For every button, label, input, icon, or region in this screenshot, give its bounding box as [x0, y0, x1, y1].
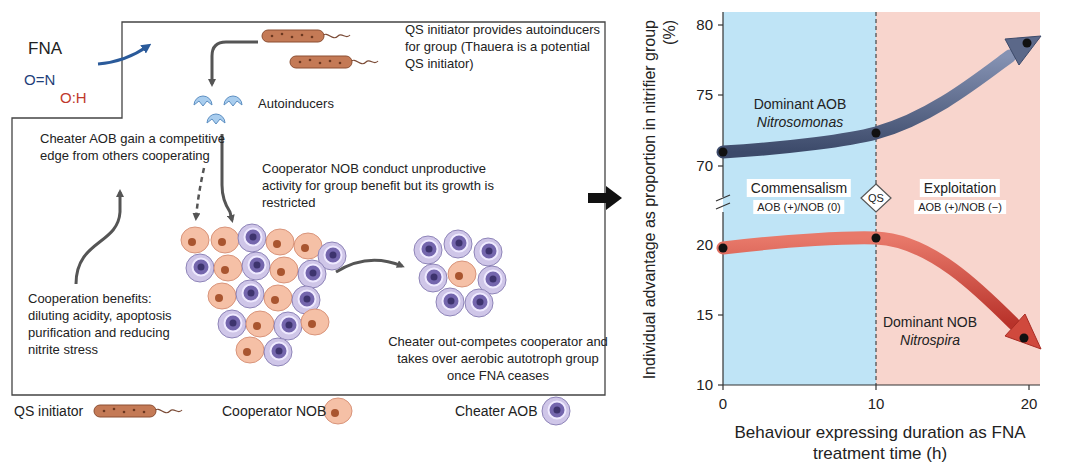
legend-cell [324, 398, 352, 424]
aob-trend-arrow [723, 56, 1010, 152]
flow-arrow [336, 260, 402, 272]
flow-arrow [222, 134, 232, 220]
commensalism-band [723, 12, 876, 385]
legend-text: Cheater AOB [455, 402, 538, 420]
dashed-arrow [196, 168, 204, 218]
node-text: Cheater AOB gain a competitive edge from… [40, 130, 230, 164]
transition-arrow [588, 186, 622, 210]
fna-arrow [98, 46, 148, 64]
label: 75 [696, 85, 713, 105]
phase-band: CommensalismAOB (+)/NOB (0) [723, 12, 876, 385]
label: Individual advantage as proportion in ni… [640, 20, 680, 390]
data-points [719, 39, 1032, 343]
label: 70 [696, 156, 713, 176]
aob-arrowhead [1005, 36, 1041, 65]
label: O:H [60, 88, 87, 108]
legend-text: Cooperator NOB [222, 402, 326, 420]
flow-arrow [76, 192, 120, 284]
axes [716, 12, 1040, 390]
label: O=N [24, 70, 55, 90]
label: FNA [28, 38, 62, 60]
label: Nitrosomonas [757, 113, 843, 131]
legend-rod [94, 405, 182, 417]
legend-text: QS initiator [14, 402, 83, 420]
node-text: AOB (+)/NOB (0) [753, 200, 844, 214]
qs-diamond: QS [860, 183, 892, 213]
qs-rod [290, 56, 378, 68]
flow-arrow [212, 42, 258, 84]
label: Behaviour expressing duration as FNA tre… [734, 422, 1026, 464]
label: 10 [868, 394, 885, 414]
label: Dominant AOB [754, 95, 847, 113]
cheater-cluster [414, 230, 506, 317]
autoinducer-icon [207, 114, 225, 124]
node-text: QS [868, 191, 884, 205]
nob-trend-arrow [723, 238, 1014, 324]
node-text: Cooperation benefits: diluting acidity, … [28, 290, 196, 358]
label: 0 [719, 394, 727, 414]
panel-box: QS initiator provides autoinducers for g… [12, 20, 605, 395]
autoinducer-icon [194, 96, 212, 106]
label: 20 [1021, 394, 1038, 414]
node-text: Exploitation [920, 179, 1000, 197]
label: 15 [696, 305, 713, 325]
cell-cluster [181, 224, 346, 366]
autoinducer-icon [224, 96, 242, 106]
label: Nitrospira [900, 331, 960, 349]
node-text: AOB (+)/NOB (−) [914, 200, 1006, 214]
node-text: Cheater out-competes cooperator and take… [387, 333, 609, 384]
label: 20 [696, 235, 713, 255]
exploitation-band [876, 12, 1040, 385]
legend-cell [542, 397, 570, 425]
qs-rod [262, 30, 350, 42]
label: Dominant NOB [883, 313, 977, 331]
node-text: QS initiator provides autoinducers for g… [405, 21, 605, 72]
node-text: Commensalism [747, 179, 851, 197]
label: 80 [696, 15, 713, 35]
label: 10 [696, 375, 713, 395]
node-text: Autoinducers [258, 95, 334, 112]
nob-arrowhead [1005, 314, 1041, 349]
node-text: Cooperator NOB conduct unproductive acti… [262, 160, 502, 211]
